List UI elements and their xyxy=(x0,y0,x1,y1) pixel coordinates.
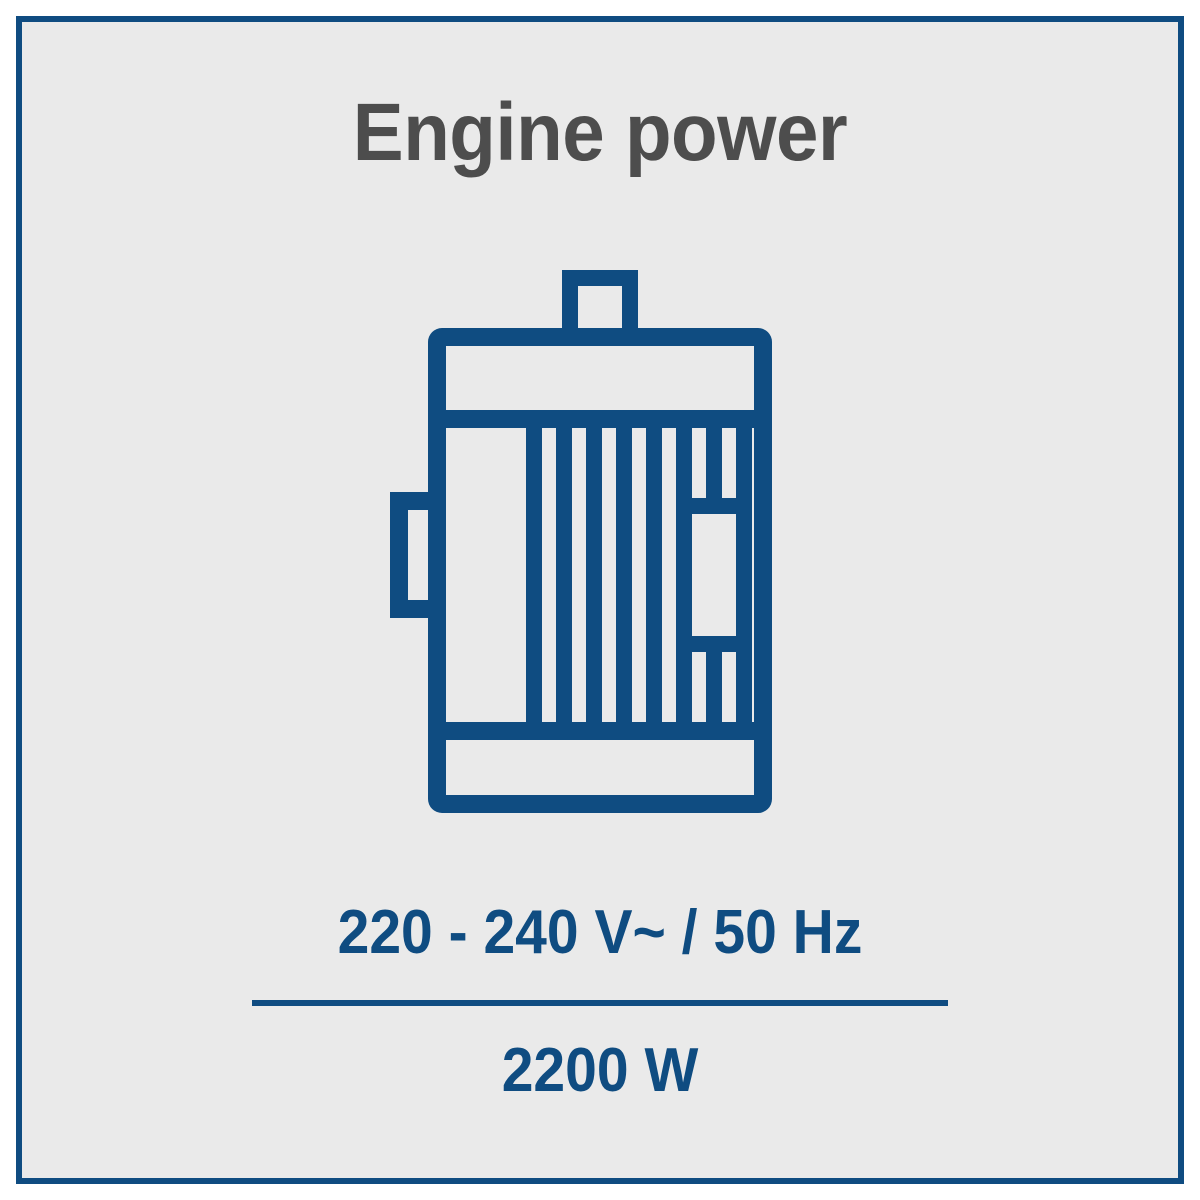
motor-fin xyxy=(736,427,752,722)
specifications-block: 220 - 240 V~ / 50 Hz 2200 W xyxy=(22,902,1178,1102)
spec-divider xyxy=(252,1000,948,1006)
motor-fin xyxy=(646,427,662,722)
motor-recess-lower-arm xyxy=(676,635,736,652)
spec-divider-row xyxy=(22,972,1178,1030)
spec-card: Engine power xyxy=(16,16,1184,1184)
wattage-spec: 2200 W xyxy=(501,1036,699,1105)
motor-recess-back xyxy=(676,497,692,652)
electric-motor-illustration xyxy=(22,244,1178,824)
motor-fin-short-lower xyxy=(706,635,722,722)
motor-fin xyxy=(586,427,602,722)
motor-fin-short-upper xyxy=(706,427,722,514)
voltage-spec: 220 - 240 V~ / 50 Hz xyxy=(337,898,863,967)
motor-fin xyxy=(556,427,572,722)
motor-top-plate-band xyxy=(428,409,772,428)
motor-bottom-plate-band xyxy=(428,721,772,740)
motor-fin xyxy=(616,427,632,722)
page-title: Engine power xyxy=(352,87,848,178)
motor-stator-divider xyxy=(526,427,542,722)
motor-terminal-box xyxy=(390,491,428,618)
electric-motor-icon xyxy=(390,269,772,813)
